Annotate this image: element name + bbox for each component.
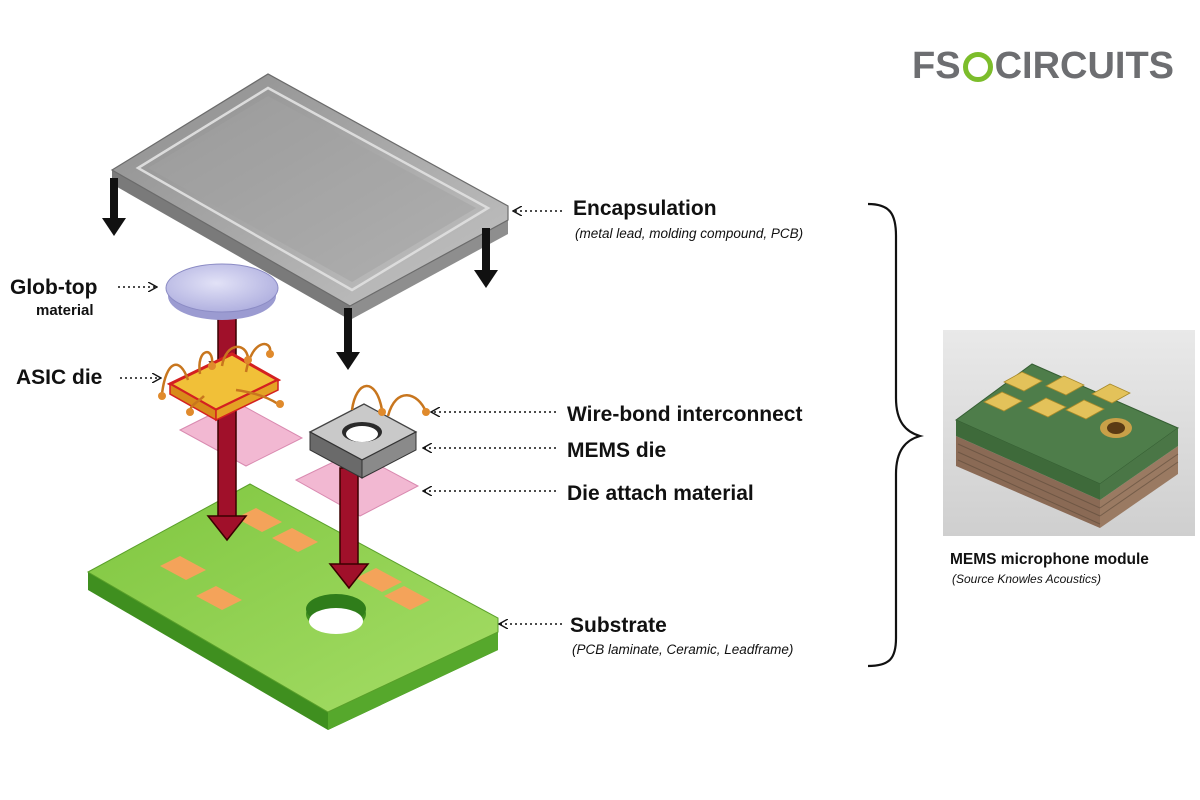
die-attach-asic	[178, 401, 304, 467]
label-substrate-sub: (PCB laminate, Ceramic, Leadframe)	[572, 642, 794, 657]
logo-ring-icon	[962, 52, 993, 82]
grouping-brace	[867, 202, 924, 668]
label-glob-top-material: material	[36, 302, 94, 319]
label-encapsulation-sub: (metal lead, molding compound, PCB)	[575, 226, 804, 241]
mems-microphone-photo	[943, 330, 1195, 536]
photo-source: (Source Knowles Acoustics)	[952, 572, 1101, 586]
substrate-board	[86, 483, 499, 730]
logo-text-fs: FS	[912, 44, 961, 87]
label-asic-die: ASIC die	[16, 366, 103, 389]
mems-die	[308, 384, 430, 479]
acoustic-port-hole	[306, 594, 366, 634]
leader-lines	[118, 211, 562, 624]
label-encapsulation: Encapsulation	[573, 197, 717, 220]
label-substrate: Substrate	[570, 614, 667, 637]
lid-down-arrows	[102, 178, 498, 370]
encapsulation-lid	[110, 73, 509, 320]
bond-pads	[160, 508, 430, 610]
label-glob-top: Glob-top	[10, 276, 98, 299]
asic-die	[158, 342, 284, 422]
photo-caption: MEMS microphone module	[950, 551, 1149, 568]
label-wire-bond: Wire-bond interconnect	[567, 403, 803, 426]
assembly-arrows	[206, 317, 370, 590]
label-mems-die: MEMS die	[567, 439, 667, 462]
logo-text-circuits: CIRCUITS	[994, 44, 1175, 87]
label-die-attach: Die attach material	[567, 482, 754, 505]
glob-top	[165, 263, 279, 320]
fs-circuits-logo: FS CIRCUITS	[912, 44, 1174, 88]
